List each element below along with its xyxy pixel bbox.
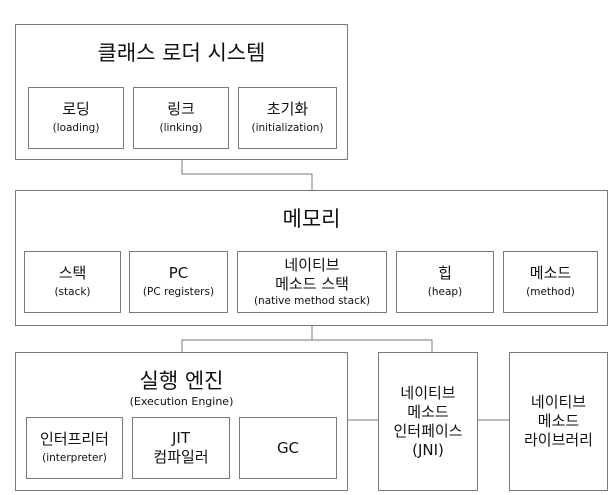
gc-cell: GC xyxy=(239,417,337,479)
method-label: 메소드 xyxy=(529,264,572,282)
interpreter-cell: 인터프리터 (interpreter) xyxy=(26,417,123,479)
jit-compiler-cell: JIT 컴파일러 xyxy=(132,417,230,479)
connector-classloader-memory xyxy=(181,160,313,190)
class-loader-system: 클래스 로더 시스템 로딩 (loading) 링크 (linking) 초기화… xyxy=(15,24,348,160)
native-method-stack-label-en: (native method stack) xyxy=(253,294,371,307)
memory-area: 메모리 스택 (stack) PC (PC registers) 네이티브 메소… xyxy=(15,190,608,326)
jni-label-1: 네이티브 xyxy=(400,383,456,402)
native-method-stack-label-1: 네이티브 xyxy=(284,255,340,274)
interpreter-label-en: (interpreter) xyxy=(42,452,107,464)
loading-label: 로딩 xyxy=(62,100,90,118)
stack-cell: 스택 (stack) xyxy=(24,251,121,313)
native-library-label-1: 네이티브 xyxy=(530,393,587,411)
native-method-stack-label-2: 메소드 스택 xyxy=(275,274,349,293)
initialization-label: 초기화 xyxy=(266,100,309,118)
heap-label: 힙 xyxy=(438,264,452,282)
method-label-en: (method) xyxy=(526,286,575,298)
jni-label-3: 인터페이스 xyxy=(393,421,463,440)
native-library-box: 네이티브 메소드 라이브러리 xyxy=(509,352,608,491)
execution-engine-subtitle: (Execution Engine) xyxy=(129,395,234,408)
pc-registers-cell: PC (PC registers) xyxy=(129,251,228,313)
initialization-label-en: (initialization) xyxy=(251,122,324,134)
native-method-stack-cell: 네이티브 메소드 스택 (native method stack) xyxy=(237,251,387,313)
connector-memory-execution xyxy=(181,326,313,352)
pc-label-en: (PC registers) xyxy=(142,286,215,298)
heap-cell: 힙 (heap) xyxy=(396,251,494,313)
stack-label-en: (stack) xyxy=(54,286,91,298)
execution-engine-title: 실행 엔진 xyxy=(139,369,224,393)
interpreter-label: 인터프리터 xyxy=(39,430,109,448)
jni-box: 네이티브 메소드 인터페이스 (JNI) xyxy=(378,352,478,491)
heap-label-en: (heap) xyxy=(427,286,463,298)
pc-label: PC xyxy=(168,264,189,282)
native-library-label-2: 메소드 xyxy=(537,412,580,430)
jit-label-2: 컴파일러 xyxy=(153,448,209,466)
memory-title: 메모리 xyxy=(282,207,341,231)
stack-label: 스택 xyxy=(58,264,87,282)
jit-label-1: JIT xyxy=(171,429,190,447)
linking-cell: 링크 (linking) xyxy=(133,87,229,149)
gc-label: GC xyxy=(276,438,300,457)
execution-engine: 실행 엔진 (Execution Engine) 인터프리터 (interpre… xyxy=(15,352,348,491)
loading-label-en: (loading) xyxy=(52,122,100,134)
loading-cell: 로딩 (loading) xyxy=(28,87,124,149)
class-loader-title: 클래스 로더 시스템 xyxy=(97,41,266,65)
linking-label: 링크 xyxy=(167,100,195,118)
native-library-label-3: 라이브러리 xyxy=(523,431,593,449)
jni-label-4: (JNI) xyxy=(412,440,444,459)
jni-label-2: 메소드 xyxy=(407,402,449,421)
method-area-cell: 메소드 (method) xyxy=(503,251,598,313)
linking-label-en: (linking) xyxy=(159,122,203,134)
initialization-cell: 초기화 (initialization) xyxy=(238,87,337,149)
connector-memory-jni xyxy=(312,339,433,352)
